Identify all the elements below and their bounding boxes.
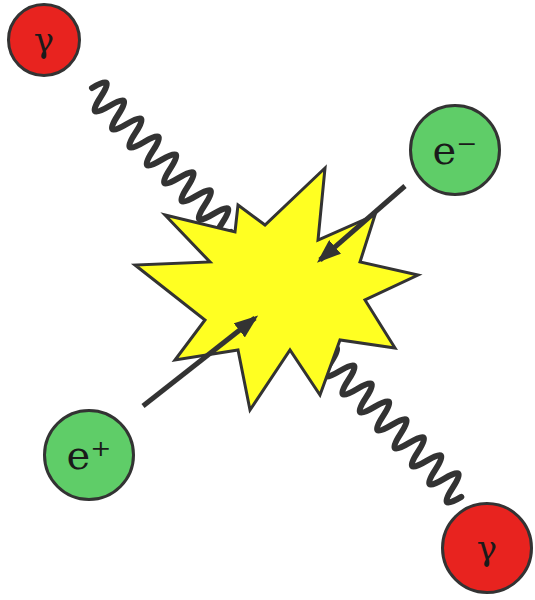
circle-shape xyxy=(443,504,532,593)
particle-circle: e⁻ xyxy=(409,104,501,196)
circle-shape xyxy=(411,106,500,195)
particle-circle: e⁺ xyxy=(43,409,135,501)
particle-symbol: e⁺ xyxy=(67,435,112,475)
particle-symbol: γ xyxy=(477,531,497,565)
electron-arrow xyxy=(320,186,405,260)
circle-shape xyxy=(45,411,134,500)
particle-circle: γ xyxy=(7,3,81,77)
particle-circle: γ xyxy=(441,502,533,594)
particle-symbol: γ xyxy=(34,23,54,57)
positron-arrow xyxy=(143,318,255,406)
circle-shape xyxy=(9,5,80,76)
particle-symbol: e⁻ xyxy=(433,130,478,170)
collision-star xyxy=(135,168,418,410)
photon-wave xyxy=(82,78,241,241)
